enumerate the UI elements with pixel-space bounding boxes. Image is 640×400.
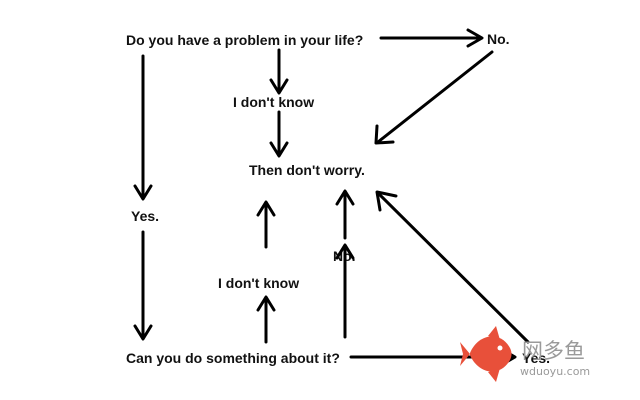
dont-know-bottom-text: I don't know xyxy=(218,275,299,291)
arrow-no-to-worry xyxy=(374,50,494,145)
arrow-no-mid-to-worry xyxy=(335,189,355,240)
yes-left-text: Yes. xyxy=(131,208,159,224)
yes-bottom-text: Yes. xyxy=(522,350,550,366)
arrow-question-to-dont-know xyxy=(256,295,276,344)
arrow-problem-to-yes xyxy=(133,54,153,201)
question-do-something-text: Can you do something about it? xyxy=(126,350,340,366)
arrow-yes-to-worry xyxy=(375,190,530,344)
arrow-dont-know-to-worry xyxy=(269,110,289,158)
watermark-title: 网多鱼 xyxy=(522,339,585,363)
question-problem-text: Do you have a problem in your life? xyxy=(126,32,363,48)
arrow-problem-to-no xyxy=(379,28,484,48)
then-dont-worry-text: Then don't worry. xyxy=(249,162,365,178)
arrow-dont-know-bottom-to-worry xyxy=(256,200,276,249)
watermark-url: wduoyu.com xyxy=(520,365,590,378)
watermark: 网多鱼 wduoyu.com xyxy=(460,326,590,382)
dont-know-top-text: I don't know xyxy=(233,94,314,110)
arrow-problem-to-dont-know xyxy=(269,48,289,95)
fish-logo-icon xyxy=(460,326,512,382)
arrow-question-to-no-mid xyxy=(335,243,355,339)
no-top-text: No. xyxy=(487,31,510,47)
arrow-yes-to-question xyxy=(133,230,153,341)
